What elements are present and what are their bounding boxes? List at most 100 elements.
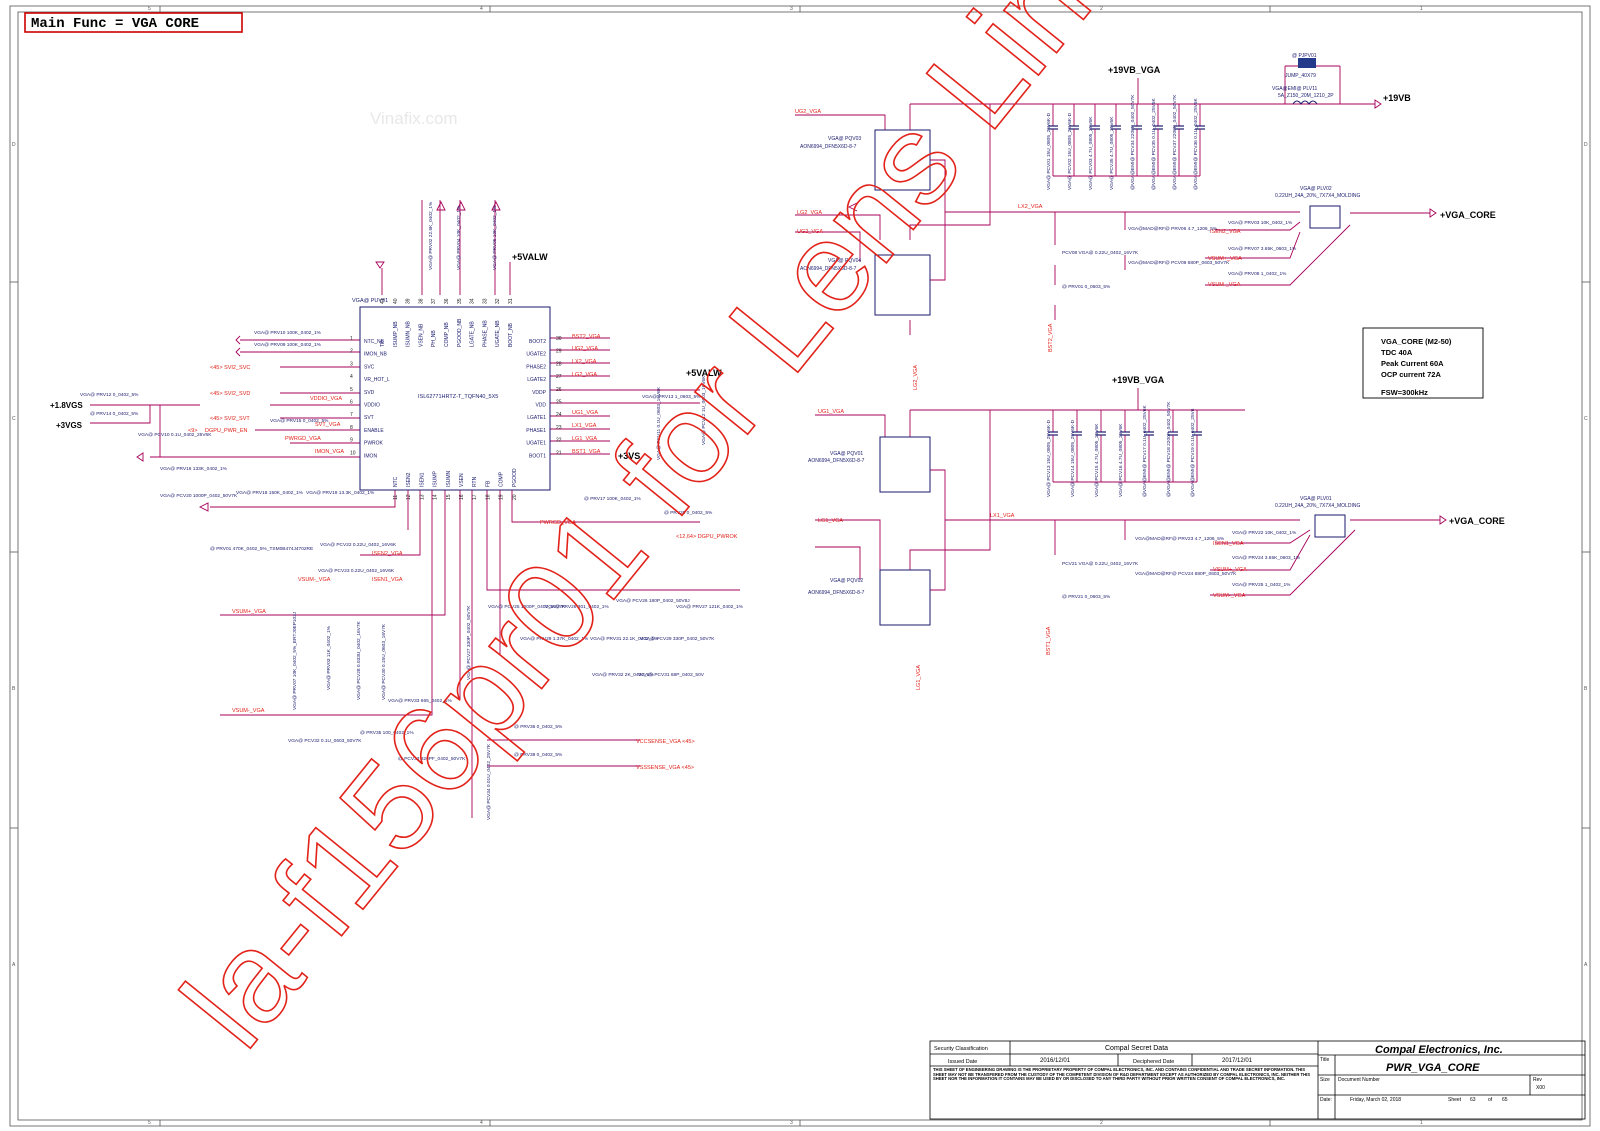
net-bst1: BST1_VGA xyxy=(572,449,601,455)
pin-number: 18 xyxy=(485,494,491,500)
border-top-1: 1 xyxy=(1420,6,1423,12)
pin-number: 2 xyxy=(350,349,353,355)
cap-label: VGA@ PCV16 4.7U_0805_25V6K xyxy=(1118,423,1124,497)
rail-vga-core-bot: +VGA_CORE xyxy=(1449,516,1505,526)
prv32-label: VGA@ PRV32 2K_0402_1% xyxy=(592,672,654,678)
prv26-label: VGA@ PRV26 301_0402_1% xyxy=(545,604,609,610)
pin-number: 21 xyxy=(556,450,562,456)
prv15-label: VGA@ PRV15 0_0402_5% xyxy=(270,418,329,424)
pcv29-label: VGA@ PCV29 330P_0402_50V7K xyxy=(640,636,715,642)
prv25-label: VGA@ PRV25 1_0402_1% xyxy=(1232,582,1291,588)
pin-number: 7 xyxy=(350,412,353,418)
pjpv01-part: JUMP_40X79 xyxy=(1285,73,1316,79)
tb-sec-value: Compal Secret Data xyxy=(1105,1045,1168,1052)
pin-number: 3 xyxy=(350,361,353,367)
mosfet-pqv01: VGA@ PQV01 AON6994_DFN5X6D-8-7 xyxy=(808,436,931,493)
pin-number: 24 xyxy=(556,412,562,418)
pin-number: 4 xyxy=(350,374,353,380)
spec-fsw: FSW=300kHz xyxy=(1381,388,1428,397)
controller-bottom-pins: NTC11ISEN212ISEN113ISUMP14ISUMN15VSEN16R… xyxy=(393,468,518,500)
net-bst2-vga: BST2_VGA xyxy=(1048,323,1054,352)
pin-name: UGATE_NB xyxy=(495,320,501,347)
pin-name: VSEN_NB xyxy=(418,323,424,347)
pcv30-label: VGA@ PCV30 0.15U_0603_16V7K xyxy=(381,623,387,700)
cap-label: @VGA@EMI@ PCV19 0.1U_0402_25V6 xyxy=(1190,408,1196,497)
pin-number: 36 xyxy=(444,298,450,304)
prv10-label: VGA@ PRV10 100K_0402_1% xyxy=(254,330,322,336)
pin-name: FB xyxy=(485,480,491,487)
pin-name: BOOT_NB xyxy=(508,322,514,347)
border-side-a: A xyxy=(12,962,16,968)
pcv23-label: VGA@ PCV23 0.22U_0402_16V6K xyxy=(318,568,395,574)
border-side-d: D xyxy=(12,142,16,148)
pin-name: PHASE2 xyxy=(526,364,546,370)
pin-name: NTC xyxy=(393,476,399,487)
border-bottom-5: 5 xyxy=(148,1120,151,1126)
rail-3vgs: +3VGS xyxy=(56,421,83,430)
plv11-ref: VGA@EMI@ PLV11 xyxy=(1272,86,1317,92)
net-lx1-vga: LX1_VGA xyxy=(990,513,1015,519)
pin-number: 9 xyxy=(350,438,353,444)
pcv27-label: VGA@ PCV27 330P_0402_50V7K xyxy=(466,605,472,680)
border-bottom-3: 3 xyxy=(790,1120,793,1126)
border-side-b-r: B xyxy=(1584,686,1588,692)
pcv34-label: VGA@ PCV34 0.01U_0402_25V7K xyxy=(486,743,492,820)
net-svt: <45> SVI2_SVT xyxy=(210,416,250,422)
cap-label: VGA@ PCV01 15U_0805_25V6K-D xyxy=(1046,112,1052,190)
pin-number: 20 xyxy=(512,494,518,500)
pcv22-label: VGA@ PCV22 0.22U_0402_16V6K xyxy=(320,542,397,548)
tb-rev-value: X00 xyxy=(1536,1085,1545,1091)
plv01-part: 0.22UH_24A_20%_7X7X4_MOLDING xyxy=(1275,503,1360,509)
border-frame xyxy=(9,5,1591,1127)
cap-label: @VGA@EMI@ PCV36 0.1U_0402_25V6K xyxy=(1193,98,1199,190)
pin-name: PGOOD xyxy=(512,468,518,487)
controller-pin: NTC_NB1 xyxy=(350,336,385,345)
pin-name: RTN xyxy=(472,476,478,487)
rail-3vs: +3VS xyxy=(618,451,640,461)
power-symbols xyxy=(136,99,1447,525)
tb-docnum-label: Document Number xyxy=(1338,1077,1380,1083)
controller-top-pins: TP41ISUMP_NB40ISUMN_NB39VSEN_NB38PH_NB37… xyxy=(380,298,514,347)
pin-number: 38 xyxy=(418,298,424,304)
pcv11-label: VGA@ PCV11 0.1U_0603_16V6K xyxy=(656,386,662,460)
pin-name: ISUMN_NB xyxy=(406,320,412,347)
main-func-label: Main Func = VGA CORE xyxy=(31,16,199,32)
net-pwrgd: PWRGD_VGA xyxy=(285,436,321,442)
pin-name: COMP_NB xyxy=(444,322,450,347)
pin-number: 5 xyxy=(350,387,353,393)
prv23-label: VGA@MAD@RF@ PRV23 4.7_1206_5% xyxy=(1135,536,1225,542)
prv01b-label: @ PRV01 0_0603_5% xyxy=(1062,284,1111,290)
pin-name: IMON xyxy=(364,453,377,459)
net-lx1: LX1_VGA xyxy=(572,423,597,429)
prv13-label: VGA@ PRV13 1_0603_5% xyxy=(642,394,701,400)
plv02-ref: VGA@ PLV02 xyxy=(1300,186,1332,192)
net-vddio: VDDIO_VGA xyxy=(310,396,342,402)
net-pwr-en-ref: <9> xyxy=(188,428,197,434)
prv08-label: VGA@ PRV08 1_0402_1% xyxy=(1228,271,1287,277)
border-bottom-2: 2 xyxy=(1100,1120,1103,1126)
net-lg1-in: LG1_VGA xyxy=(818,518,843,524)
spec-box: VGA_CORE (M2-50) TDC 40A Peak Current 60… xyxy=(1362,327,1484,399)
tb-deciphered-value: 2017/12/01 xyxy=(1222,1058,1253,1064)
diagonal-watermark: la-f156pr01 for Lens Lin EE only xyxy=(156,0,1418,1073)
pin-name: ISEN2 xyxy=(406,472,412,487)
pqv01-part: AON6994_DFN5X6D-8-7 xyxy=(808,458,865,464)
prv12-label: VGA@ PRV12 0_0402_5% xyxy=(80,392,139,398)
pqv03-part: AON6994_DFN5X6D-8-7 xyxy=(800,144,857,150)
plv02-part: 0.22UH_24A_20%_7X7X4_MOLDING xyxy=(1275,193,1360,199)
pcv25-label: VGA@ PCV25 1000P_0402_50V7K xyxy=(488,604,566,610)
